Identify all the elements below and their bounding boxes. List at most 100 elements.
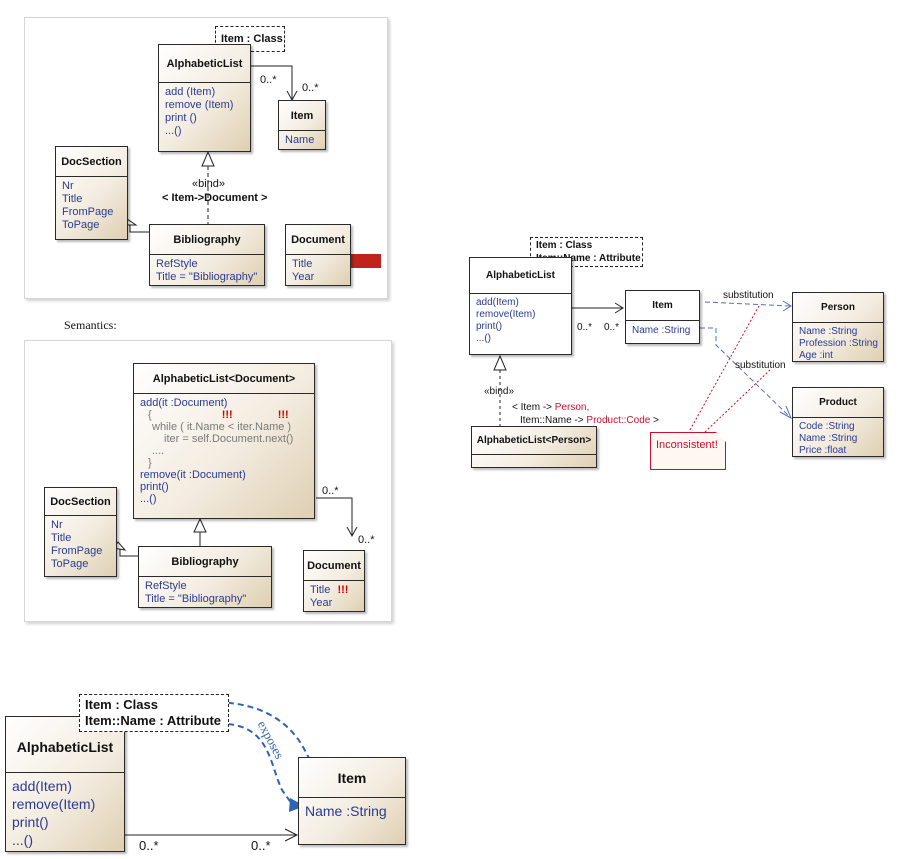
attribute: FromPage <box>62 206 114 218</box>
attribute: Nr <box>62 180 74 192</box>
bind-arrowhead <box>493 354 507 371</box>
class-alphabetic-list-document: AlphabeticList<Document> add(it :Documen… <box>133 363 315 519</box>
exposes-connector <box>167 701 319 776</box>
note-link <box>689 303 761 431</box>
generalization-line <box>119 548 139 557</box>
multiplicity-bottom: 0..* <box>358 534 375 546</box>
binding-label: < Item->Document > <box>162 192 268 204</box>
class-person: Person Name :String Profession :String A… <box>792 292 884 362</box>
operation: ...() <box>165 125 182 137</box>
error-mark: !!! <box>277 409 289 421</box>
multiplicity-left: 0..* <box>260 74 277 86</box>
attribute: RefStyle <box>156 258 198 270</box>
association-line <box>316 497 353 536</box>
template-parameter: Item : Class <box>85 697 158 712</box>
substitution-arrowhead <box>782 300 792 312</box>
operation: print () <box>165 112 197 124</box>
exposes-connector <box>227 723 293 805</box>
class-name: Product <box>793 388 883 418</box>
multiplicity-left: 0..* <box>139 838 159 853</box>
class-bibliography: Bibliography RefStyle Title = "Bibliogra… <box>149 224 265 286</box>
class-alphabetic-list-person: AlphabeticList<Person> <box>471 426 597 468</box>
class-name: AlphabeticList <box>470 258 571 294</box>
attribute: Name :String <box>799 326 858 337</box>
attribute: ToPage <box>62 219 100 231</box>
class-bibliography: Bibliography RefStyle Title = "Bibliogra… <box>138 546 272 608</box>
class-document: Document Title !!! Year <box>303 550 365 612</box>
multiplicity-left: 0..* <box>577 322 593 333</box>
template-parameter: Item : Class <box>221 33 283 45</box>
substitution-label: substitution <box>723 290 774 301</box>
operation: ...() <box>12 832 33 848</box>
class-product: Product Code :String Name :String Price … <box>792 387 884 457</box>
code-line: } <box>148 457 152 469</box>
attribute: Profession :String <box>799 338 878 349</box>
attribute: Title = "Bibliography" <box>145 593 247 605</box>
attribute: Name :String <box>632 325 691 336</box>
class-name: Document <box>286 225 350 255</box>
generalization-arrowhead <box>193 517 207 533</box>
operation: remove(Item) <box>12 796 96 812</box>
attribute: RefStyle <box>145 580 187 592</box>
multiplicity-right: 0..* <box>251 838 271 853</box>
class-document: Document Title Year <box>285 224 351 286</box>
class-docsection: DocSection Nr Title FromPage ToPage <box>44 487 117 577</box>
operation: add(Item) <box>476 297 519 308</box>
note-link <box>704 369 771 433</box>
substitution-line <box>704 301 792 307</box>
operation: remove (Item) <box>165 99 234 111</box>
association-arrowhead <box>346 526 358 538</box>
class-name: AlphabeticList<Person> <box>472 427 596 455</box>
code-line: {!!!!!! <box>148 409 289 421</box>
class-name: Item <box>626 291 699 321</box>
attribute: Name :String <box>799 433 858 444</box>
operation: ...() <box>476 333 491 344</box>
template-parameter: Item : Class <box>536 240 593 251</box>
operation: remove(it :Document) <box>140 469 246 481</box>
class-name: Person <box>793 293 883 323</box>
binding-label: Item::Name -> Product::Code > <box>520 415 659 426</box>
attribute: Title <box>292 258 313 270</box>
class-item: Item Name :String <box>298 757 406 845</box>
error-mark: !!! <box>221 409 233 421</box>
attribute: Code :String <box>799 421 855 432</box>
class-alphabetic-list: AlphabeticList add (Item) remove (Item) … <box>158 44 251 152</box>
operation: ...() <box>140 493 157 505</box>
attribute: FromPage <box>51 545 103 557</box>
operation: add(it :Document) <box>140 397 228 409</box>
binding-label: < Item -> Person, <box>512 402 590 413</box>
class-name: AlphabeticList <box>6 717 124 773</box>
attribute: Nr <box>51 519 63 531</box>
class-name: Bibliography <box>150 225 264 255</box>
code-line: .... <box>152 445 165 457</box>
attribute: Title !!! <box>310 584 349 596</box>
attribute: Title = "Bibliography" <box>156 271 258 283</box>
attribute: Title <box>62 193 83 205</box>
note-text: Inconsistent! <box>656 439 718 451</box>
attribute: ToPage <box>51 558 89 570</box>
bind-stereotype: «bind» <box>192 178 226 190</box>
substitution-line <box>700 327 792 419</box>
substitution-label: substitution <box>735 360 786 371</box>
operation: print() <box>140 481 169 493</box>
class-name: Item <box>299 758 405 798</box>
class-name: DocSection <box>45 488 116 516</box>
attribute: Year <box>310 597 333 609</box>
attribute: Name :String <box>305 803 387 819</box>
exposes-arrowhead <box>289 798 305 812</box>
attribute: Name <box>285 134 315 146</box>
operation: remove(Item) <box>476 309 536 320</box>
attribute: Title <box>51 532 72 544</box>
bind-arrowhead <box>201 150 215 167</box>
error-mark: !!! <box>337 584 349 596</box>
class-name: DocSection <box>56 147 127 177</box>
class-name: Item <box>279 101 325 131</box>
inconsistency-note: Inconsistent! <box>650 432 726 470</box>
template-parameter-box: Item : Class Item::Name : Attribute <box>79 694 229 732</box>
class-item: Item Name :String <box>625 290 700 344</box>
association-line <box>250 65 293 100</box>
operation: add(Item) <box>12 778 72 794</box>
association-arrowhead <box>614 302 624 314</box>
